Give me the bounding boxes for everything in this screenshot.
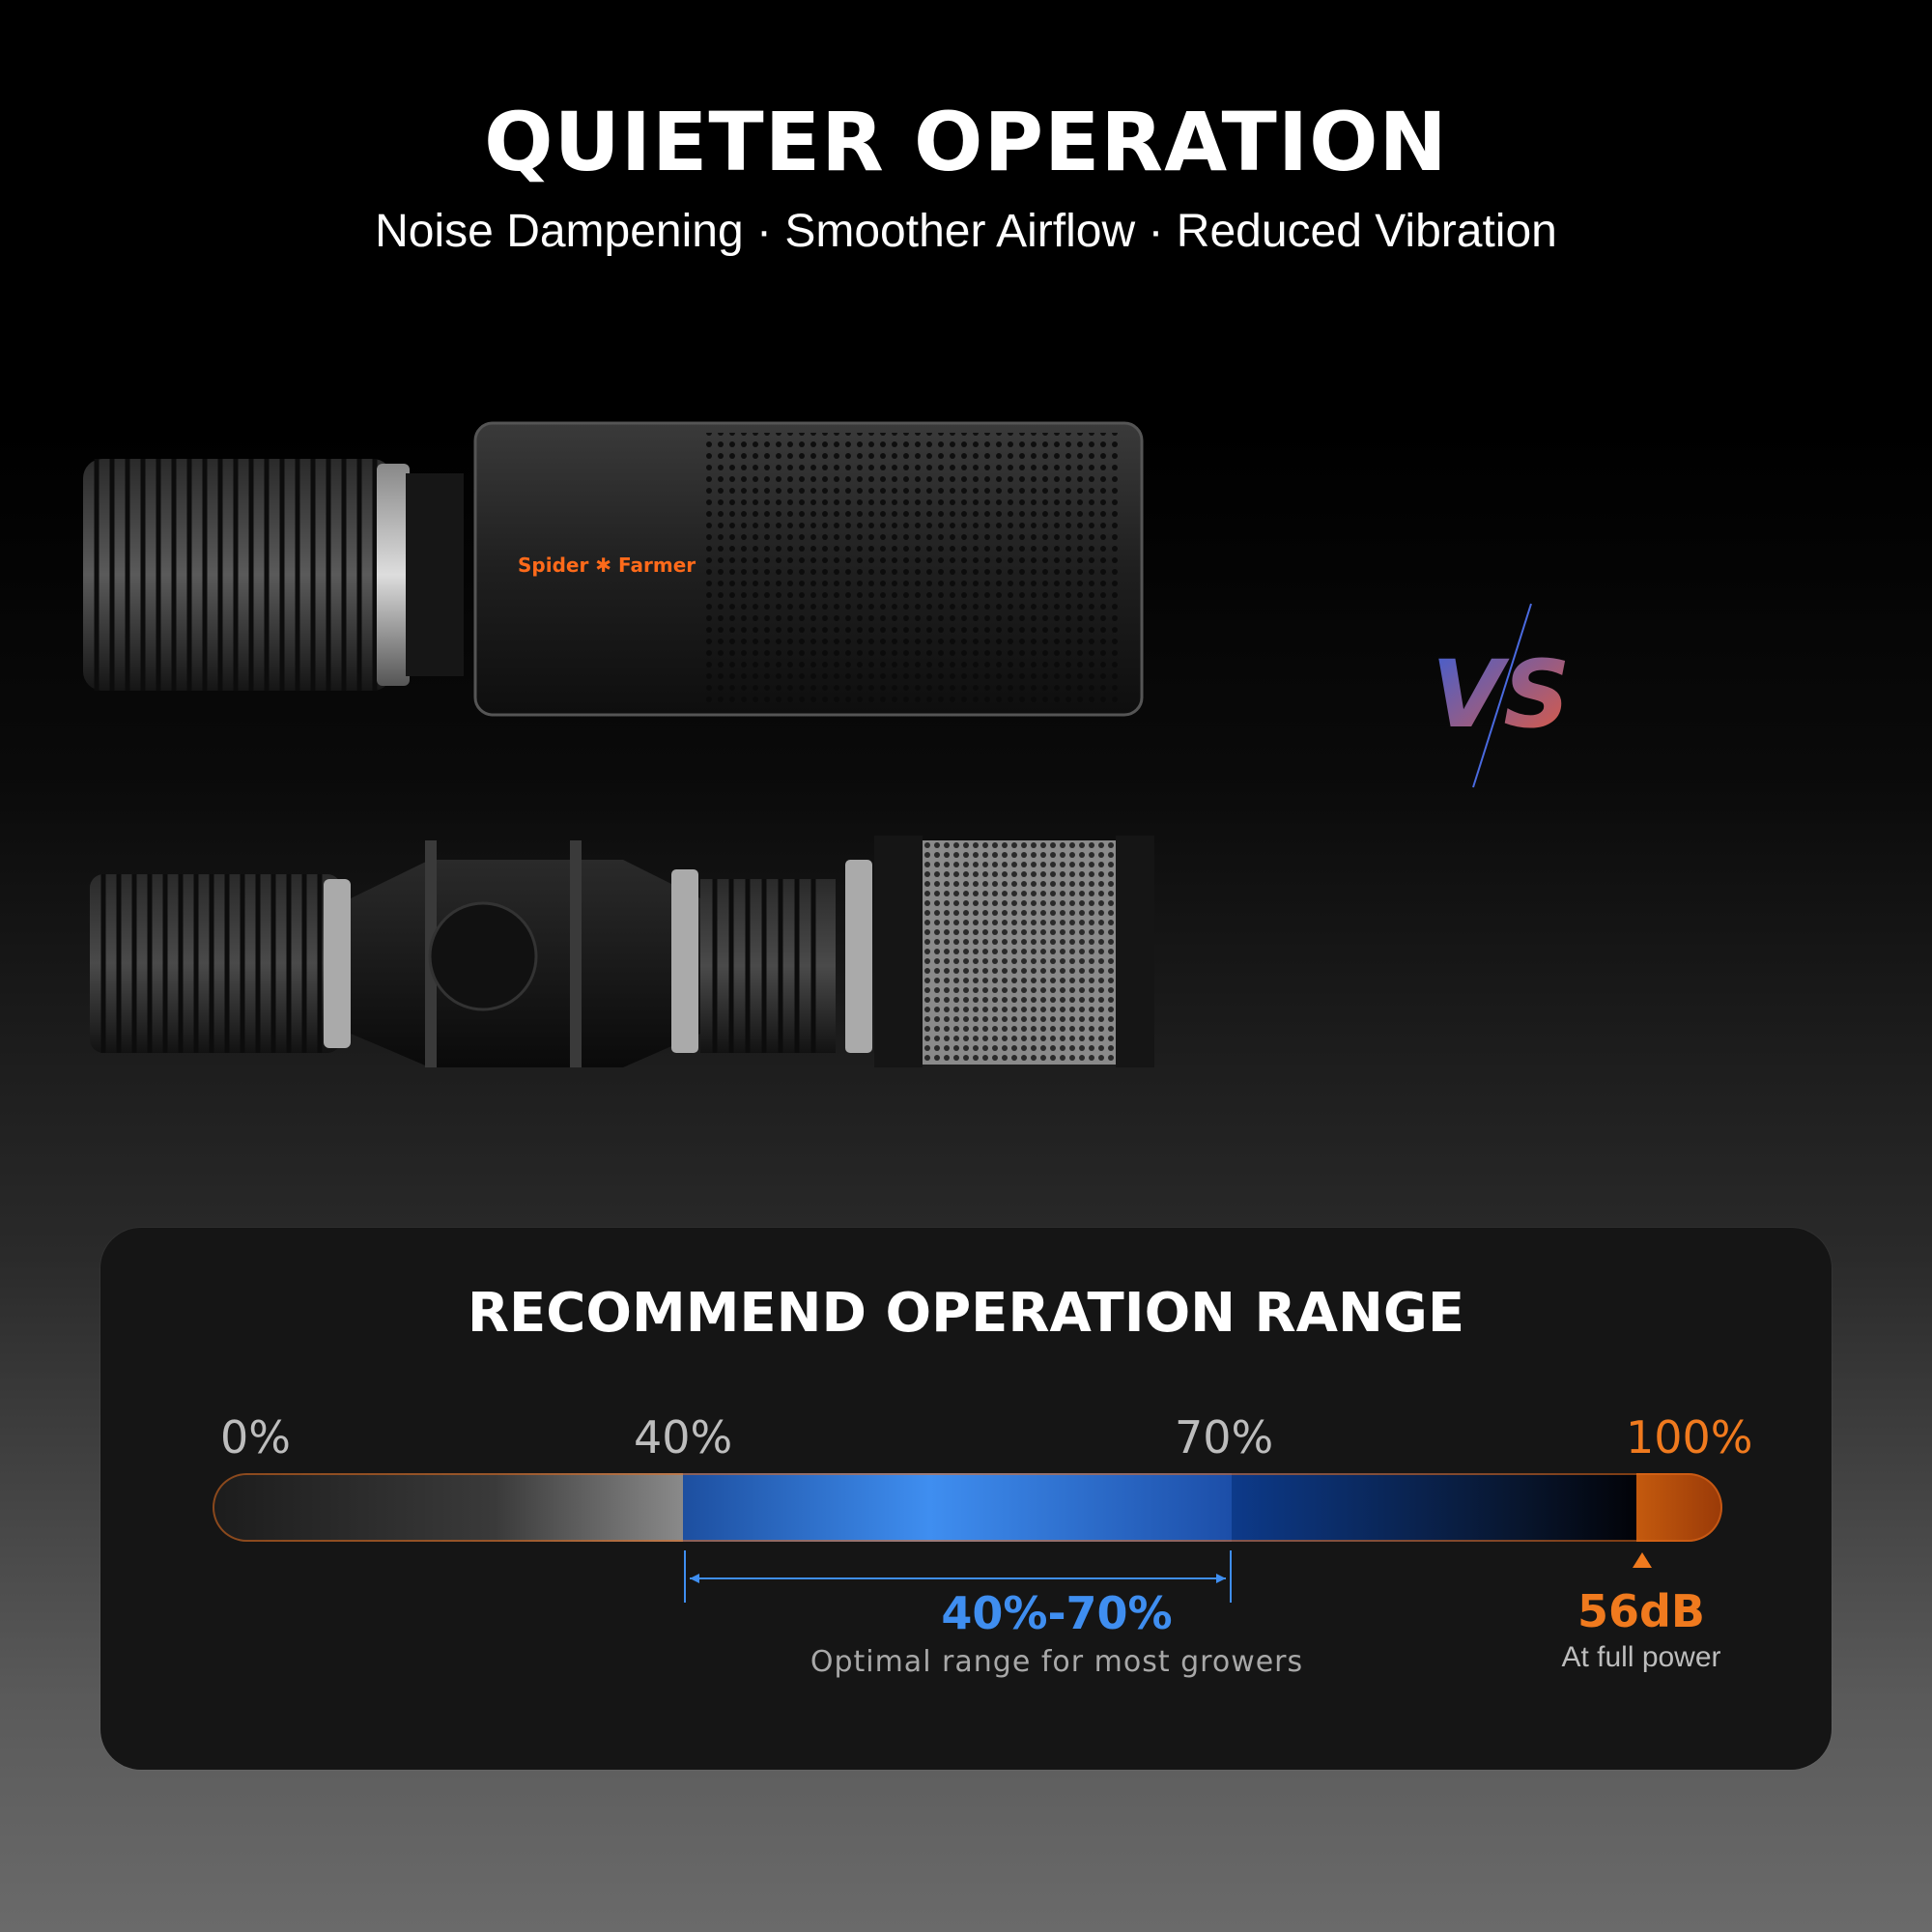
brand-logo-text: Spider ✱ Farmer (518, 554, 696, 577)
range-optimal-segment (683, 1473, 1232, 1542)
operation-range-title: RECOMMEND OPERATION RANGE (467, 1282, 1465, 1345)
loud-sound-wave (1151, 808, 1834, 1105)
conventional-fan-image (90, 836, 1154, 1067)
optimal-range-note: Optimal range for most growers (810, 1645, 1304, 1679)
vs-badge: VS (1432, 603, 1570, 788)
optimal-range-bracket (684, 1550, 1232, 1603)
quiet-sound-wave (1147, 509, 1839, 611)
tick-100: 100% (1626, 1411, 1753, 1463)
max-marker-icon (1633, 1552, 1652, 1568)
page-title: QUIETER OPERATION (484, 95, 1448, 189)
operation-range-panel: RECOMMEND OPERATION RANGE 0% 40% 70% 100… (100, 1228, 1832, 1770)
max-noise-note: At full power (1561, 1641, 1721, 1673)
range-max-segment (1636, 1473, 1722, 1542)
range-low-segment (213, 1473, 683, 1542)
spider-farmer-fan-image: Spider ✱ Farmer (83, 421, 1144, 717)
tick-40: 40% (634, 1411, 733, 1463)
range-bar (213, 1473, 1722, 1542)
max-noise-label: 56dB (1577, 1585, 1705, 1637)
range-high-segment (1232, 1473, 1636, 1542)
page-subtitle: Noise Dampening · Smoother Airflow · Red… (375, 206, 1557, 257)
tick-0: 0% (220, 1411, 291, 1463)
tick-70: 70% (1175, 1411, 1274, 1463)
optimal-range-label: 40%-70% (941, 1587, 1173, 1639)
vs-text: VS (1432, 640, 1570, 749)
